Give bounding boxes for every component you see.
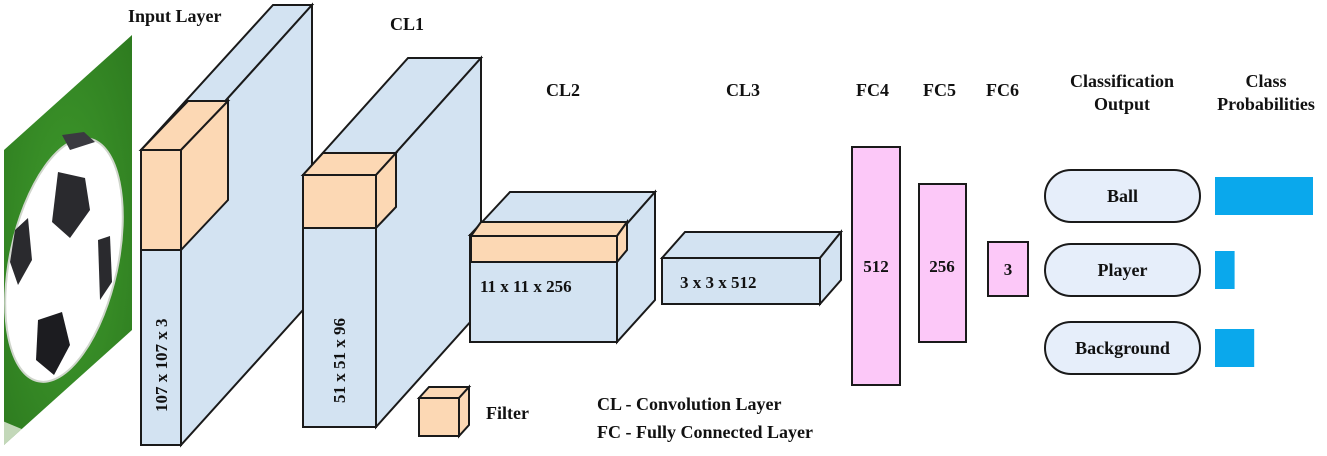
class-pill-background: [1044, 321, 1201, 375]
class-label-ball: Ball: [1107, 186, 1138, 206]
class-pill-ball: [1044, 169, 1201, 223]
probability-bar-background: [1215, 329, 1255, 367]
cl-definition: CL - Convolution Layer: [597, 394, 782, 414]
input-layer-size: 107 x 107 x 3: [152, 319, 171, 413]
class-probabilities-title-2: Probabilities: [1217, 94, 1315, 114]
cl1-block: [300, 55, 484, 430]
cl3-title: CL3: [726, 80, 760, 100]
cl2-block: [467, 189, 658, 345]
filter-cube-input: [138, 98, 231, 253]
fc-definition: FC - Fully Connected Layer: [597, 422, 813, 442]
fc5-title: FC5: [923, 80, 956, 100]
probability-bar-player: [1215, 251, 1235, 289]
cl1-title: CL1: [390, 14, 424, 34]
fc4-size: 512: [863, 257, 889, 276]
class-pill-player: [1044, 243, 1201, 297]
cl3-block: [659, 229, 844, 307]
classification-output-title-1: Classification: [1070, 71, 1174, 91]
class-probabilities-title-1: Class: [1245, 71, 1286, 91]
cl2-size: 11 x 11 x 256: [480, 277, 572, 296]
cl2-title: CL2: [546, 80, 580, 100]
fc6-size: 3: [1004, 260, 1013, 279]
cl1-size: 51 x 51 x 96: [330, 318, 349, 403]
fc5-size: 256: [929, 257, 955, 276]
filter-cube-cl2: [469, 218, 629, 265]
classification-output-title-2: Output: [1094, 94, 1150, 114]
fc6-title: FC6: [986, 80, 1019, 100]
class-label-background: Background: [1075, 338, 1170, 358]
fc4-title: FC4: [856, 80, 889, 100]
input-image: [4, 35, 132, 445]
fc4-block: [851, 146, 901, 386]
fc6-block: [987, 241, 1029, 297]
filter-legend-label: Filter: [486, 403, 529, 423]
probability-bar-ball: [1215, 177, 1313, 215]
input-layer-title: Input Layer: [128, 6, 222, 26]
filter-legend-cube: [416, 384, 472, 439]
cl3-size: 3 x 3 x 512: [680, 273, 757, 292]
input-layer-block: [138, 2, 315, 448]
class-label-player: Player: [1098, 260, 1148, 280]
fc5-block: [918, 183, 967, 343]
filter-cube-cl1: [300, 150, 399, 231]
